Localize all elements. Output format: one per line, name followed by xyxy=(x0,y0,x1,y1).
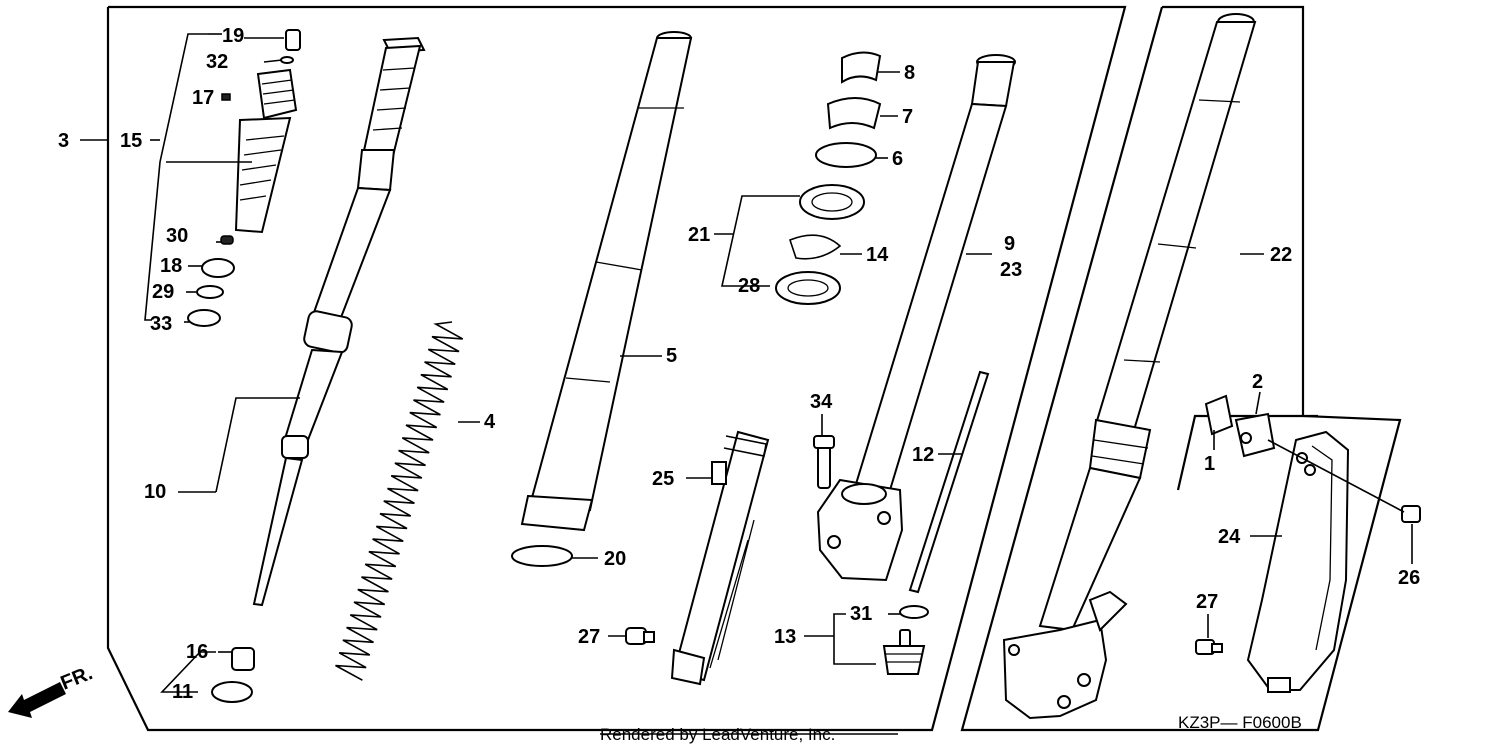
label-21: 21 xyxy=(688,224,710,246)
label-9: 9 xyxy=(1004,233,1015,255)
label-18: 18 xyxy=(160,255,182,277)
label-16: 16 xyxy=(186,641,208,663)
label-33: 33 xyxy=(150,313,172,335)
cap-assembly xyxy=(187,29,301,327)
label-28: 28 xyxy=(738,275,760,297)
label-19: 19 xyxy=(222,25,244,47)
label-7: 7 xyxy=(902,106,913,128)
label-1: 1 xyxy=(1204,453,1215,475)
assembled-fork xyxy=(1002,13,1257,720)
label-26: 26 xyxy=(1398,567,1420,589)
bottom-parts xyxy=(211,647,255,703)
label-3: 3 xyxy=(58,130,69,152)
label-11: 11 xyxy=(172,681,193,703)
label-23: 23 xyxy=(1000,259,1022,281)
fork-slider xyxy=(813,54,1016,582)
label-22: 22 xyxy=(1270,244,1292,266)
fork-spring xyxy=(335,321,464,681)
fork-guard-left xyxy=(625,430,770,686)
label-32: 32 xyxy=(206,51,228,73)
label-24: 24 xyxy=(1218,526,1241,548)
seal-set xyxy=(775,51,882,305)
front-direction-text: FR. xyxy=(58,662,96,694)
label-27-left: 27 xyxy=(578,626,600,648)
frame-main xyxy=(106,5,1127,732)
label-4: 4 xyxy=(484,411,496,433)
frame-right xyxy=(960,5,1402,732)
bottom-bolt xyxy=(882,605,929,675)
label-10: 10 xyxy=(144,481,166,503)
label-5: 5 xyxy=(666,345,677,367)
front-arrow-icon xyxy=(8,682,66,718)
label-6: 6 xyxy=(892,148,903,170)
label-27-right: 27 xyxy=(1196,591,1218,613)
label-14: 14 xyxy=(866,244,889,266)
label-25: 25 xyxy=(652,468,674,490)
label-17: 17 xyxy=(192,87,214,109)
label-29: 29 xyxy=(152,281,174,303)
label-12: 12 xyxy=(912,444,934,466)
diagram-code: KZ3P— F0600B xyxy=(1178,713,1302,732)
fork-outer-tube xyxy=(511,31,693,567)
label-34: 34 xyxy=(810,391,833,413)
label-2: 2 xyxy=(1252,371,1263,393)
fork-guard-right xyxy=(1195,430,1421,693)
label-30: 30 xyxy=(166,225,188,247)
leader-lines xyxy=(80,33,1413,693)
label-20: 20 xyxy=(604,548,626,570)
adjuster-rod xyxy=(908,370,990,594)
label-13: 13 xyxy=(774,626,796,648)
damper-rod-assembly xyxy=(252,36,426,607)
guard-brackets xyxy=(1204,394,1276,458)
label-15: 15 xyxy=(120,130,142,152)
label-31: 31 xyxy=(850,603,872,625)
front-direction-indicator: FR. xyxy=(8,662,96,718)
part-labels: 3 15 19 32 17 30 18 29 33 10 16 11 4 5 2… xyxy=(58,25,1420,703)
frame-brackets xyxy=(1176,414,1318,491)
label-8: 8 xyxy=(904,62,915,84)
